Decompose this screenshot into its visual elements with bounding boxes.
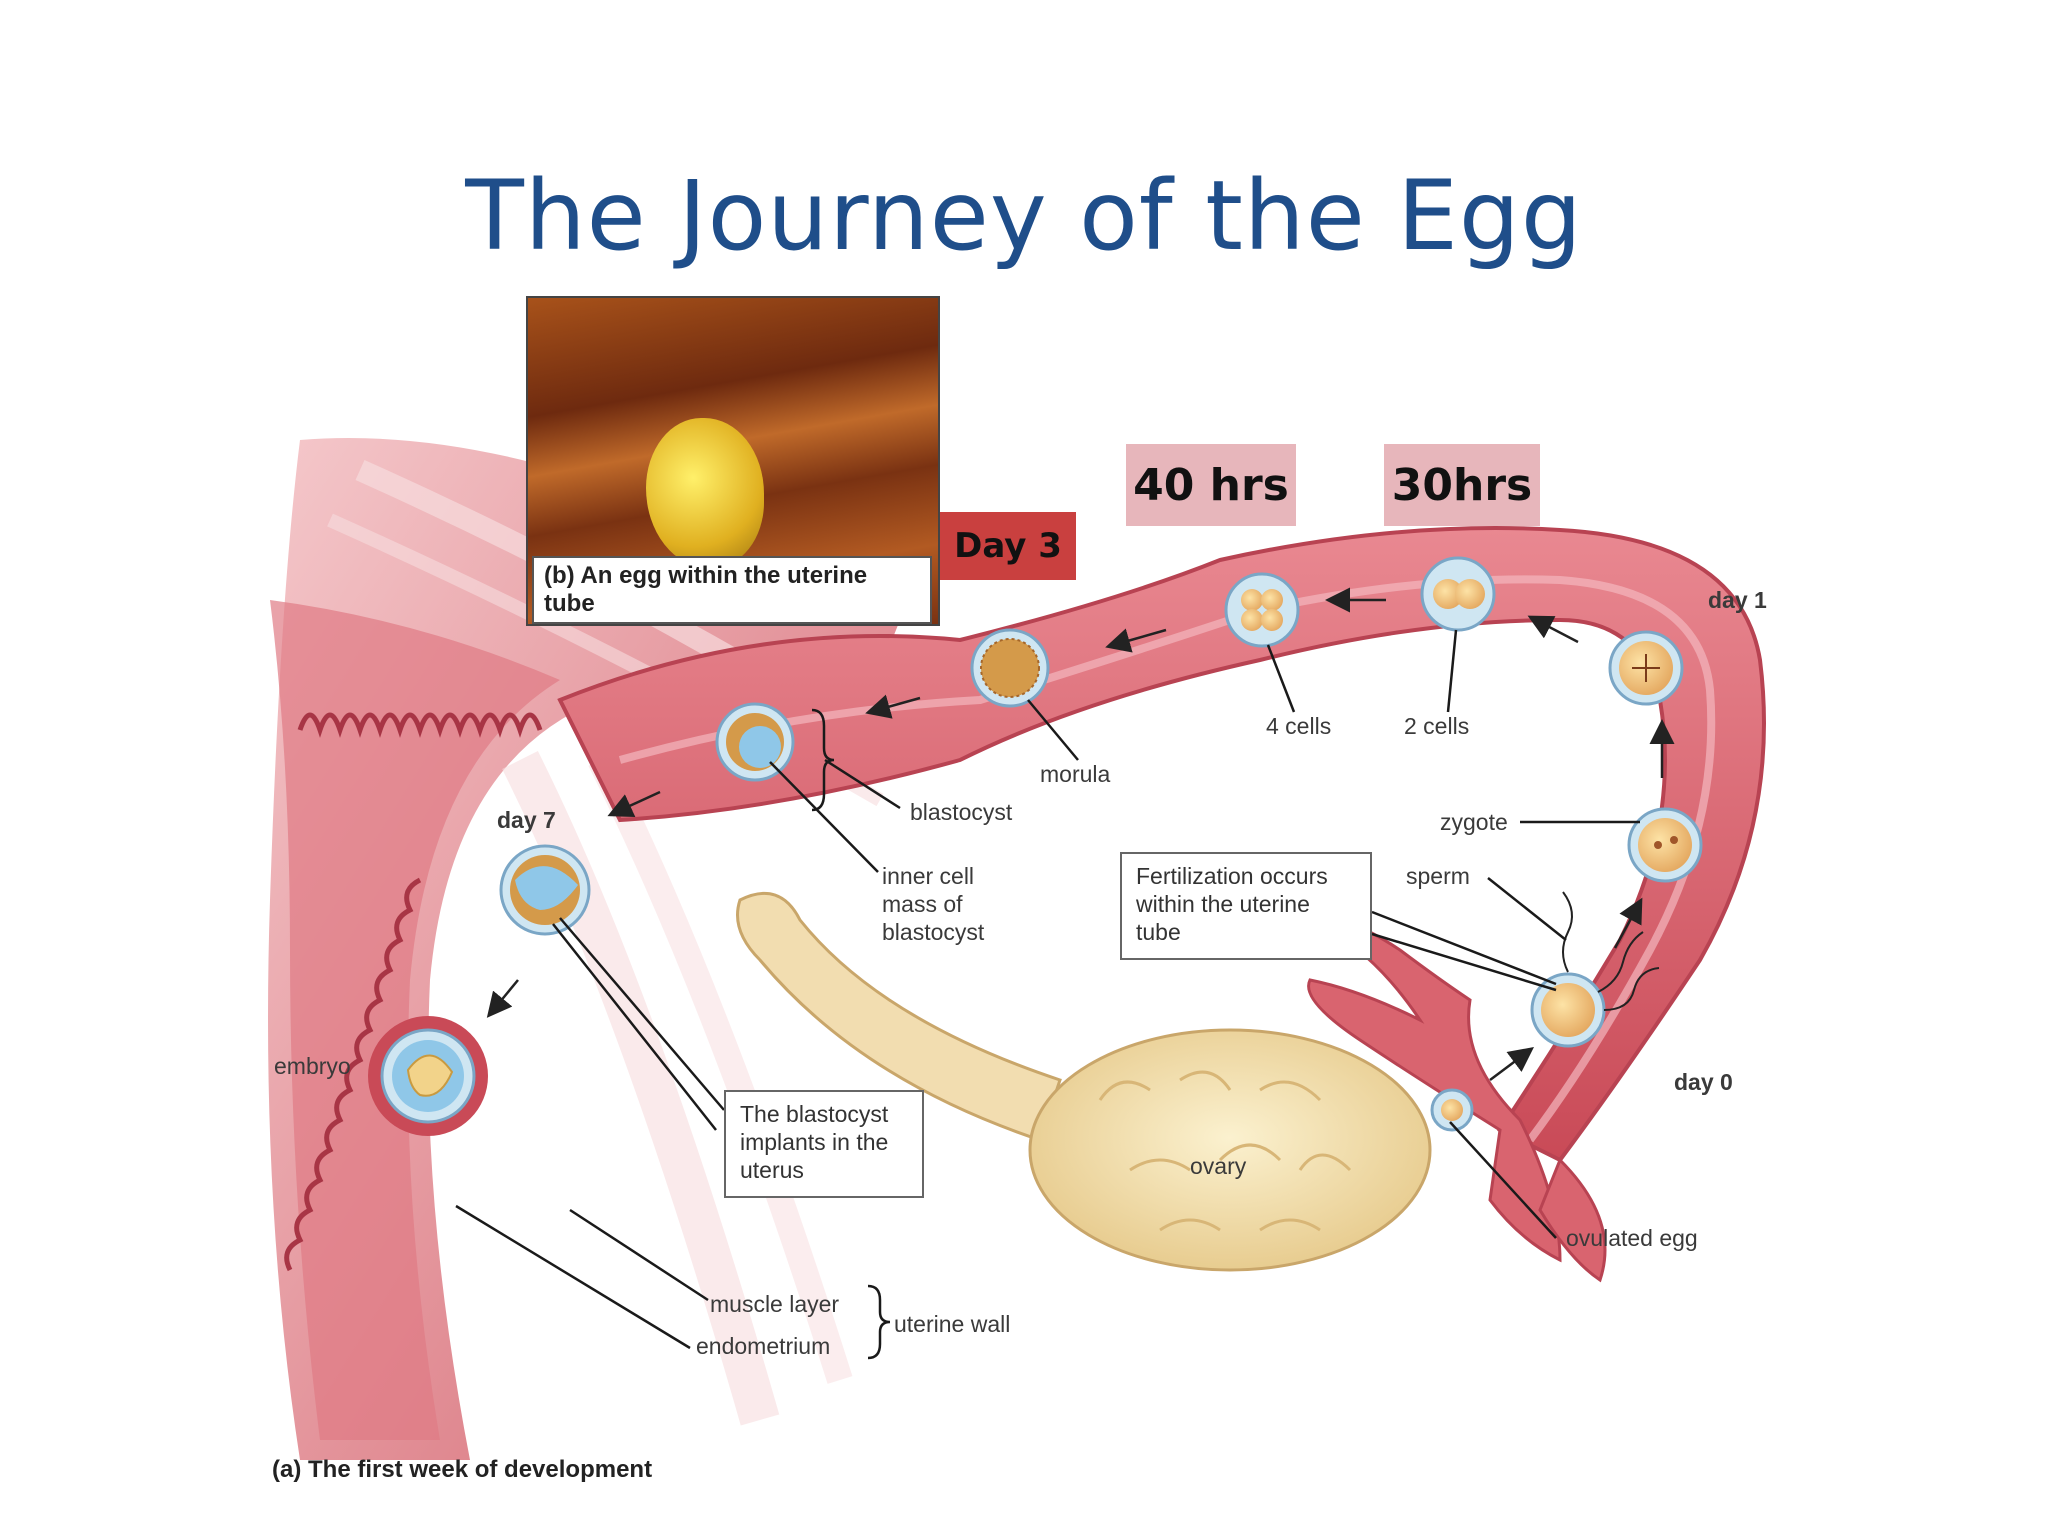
- label-4-cells: 4 cells: [1266, 713, 1331, 739]
- label-day7: day 7: [497, 807, 556, 833]
- label-endometrium: endometrium: [696, 1333, 830, 1359]
- label-embryo: embryo: [274, 1053, 351, 1079]
- cell-2-cells: [1420, 556, 1496, 632]
- cell-4-cells: [1224, 572, 1300, 648]
- label-blastocyst: blastocyst: [910, 799, 1013, 825]
- label-2-cells: 2 cells: [1404, 713, 1469, 739]
- cell-zygote: [1627, 807, 1703, 883]
- label-sperm: sperm: [1406, 863, 1470, 889]
- label-day1: day 1: [1708, 587, 1767, 613]
- movement-arrows: [486, 587, 1675, 1081]
- cell-morula: [970, 628, 1050, 708]
- label-morula: morula: [1040, 761, 1111, 787]
- leader-lines: [455, 629, 1640, 1350]
- endometrium-folds: [297, 712, 543, 738]
- implant-box: The blastocyst implants in the uterus: [724, 1090, 924, 1198]
- cell-day7-blastocyst: [499, 844, 591, 936]
- label-inner-cell-3: blastocyst: [882, 919, 985, 945]
- cell-day1: [1608, 630, 1684, 706]
- fertilization-box: Fertilization occurs within the uterine …: [1120, 852, 1372, 960]
- label-day0: day 0: [1674, 1069, 1733, 1095]
- cell-blastocyst: [715, 702, 795, 782]
- ovary: [1028, 1028, 1432, 1272]
- photo-caption: (b) An egg within the uterine tube: [532, 556, 932, 624]
- tag-30-hrs: 30hrs: [1384, 444, 1540, 526]
- label-muscle-layer: muscle layer: [710, 1291, 839, 1317]
- egg-photo-shape: [646, 418, 764, 568]
- label-ovary: ovary: [1190, 1153, 1247, 1179]
- label-inner-cell-2: mass of: [882, 891, 963, 917]
- tag-day-3: Day 3: [940, 512, 1076, 580]
- page-title: The Journey of the Egg: [465, 160, 1583, 272]
- label-ovulated-egg: ovulated egg: [1566, 1225, 1698, 1251]
- figure-caption: (a) The first week of development: [272, 1456, 653, 1483]
- cell-sperm-egg: [1530, 891, 1660, 1048]
- label-zygote: zygote: [1440, 809, 1508, 835]
- tag-40-hrs: 40 hrs: [1126, 444, 1296, 526]
- cell-ovulated-egg: [1430, 1088, 1474, 1132]
- uterine-tube: [557, 526, 1766, 1163]
- label-inner-cell-1: inner cell: [882, 863, 974, 889]
- cell-embryo: [368, 1016, 488, 1136]
- label-uterine-wall: uterine wall: [894, 1311, 1010, 1337]
